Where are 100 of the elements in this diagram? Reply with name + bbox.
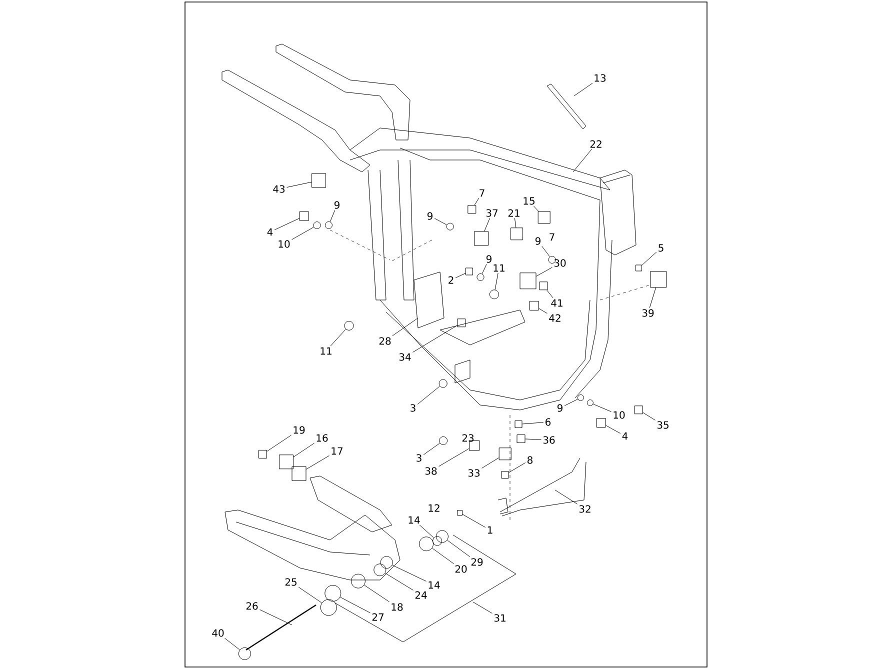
callout-number: 39: [642, 309, 654, 317]
leader-line: [293, 442, 314, 458]
callout-number: 9: [486, 255, 492, 263]
callout-number: 13: [594, 74, 606, 82]
callout-number: 10: [278, 240, 290, 248]
leader-line: [482, 264, 487, 274]
leader-line: [525, 438, 542, 440]
callout-number: 18: [392, 603, 403, 611]
leader-line: [642, 412, 656, 420]
leader-line: [292, 226, 314, 240]
callout-number: 8: [528, 456, 532, 464]
callout-number: 1: [488, 526, 492, 534]
leader-line: [508, 462, 526, 473]
washer-part: [586, 400, 594, 406]
callout-number: 26: [246, 602, 258, 610]
bracket-part: [634, 406, 643, 414]
callout-number: 22: [590, 140, 602, 148]
washer-part: [548, 256, 556, 264]
washer-part: [374, 564, 386, 576]
callout-number: 23: [462, 434, 474, 442]
callout-number: 9: [557, 404, 562, 412]
leader-line: [572, 148, 592, 172]
callout-number: 14: [408, 516, 420, 524]
callout-number: 21: [508, 209, 520, 217]
bracket-part: [650, 271, 667, 288]
callout-number: 12: [428, 504, 440, 512]
bracket-part: [529, 300, 539, 310]
bracket-part: [510, 228, 524, 240]
bracket-part: [469, 440, 480, 451]
leader-line: [574, 82, 593, 96]
leader-line: [419, 524, 434, 538]
leader-line: [472, 602, 492, 614]
bracket-part: [498, 448, 512, 460]
leader-line: [364, 584, 390, 602]
bracket-part: [278, 454, 294, 470]
callout-number: 29: [471, 558, 483, 566]
bracket-part: [596, 418, 606, 428]
callout-number: 40: [212, 629, 224, 637]
callout-number: 6: [546, 418, 551, 426]
callout-number: 11: [494, 264, 504, 272]
callout-number: 2: [448, 276, 454, 284]
callout-number: 33: [468, 469, 480, 477]
leader-line: [274, 218, 300, 230]
leader-line: [447, 540, 470, 558]
leader-line: [538, 308, 548, 314]
callout-number: 11: [320, 347, 332, 355]
washer-part: [439, 436, 448, 445]
washer-part: [238, 647, 251, 660]
leader-line: [423, 442, 440, 455]
washer-part: [489, 290, 499, 300]
leader-line: [494, 272, 498, 290]
callout-number: 9: [427, 212, 432, 220]
washer-part: [419, 536, 434, 552]
callout-number: 38: [425, 467, 437, 475]
leader-line: [649, 287, 656, 308]
leader-line: [554, 490, 578, 504]
washer-part: [313, 222, 321, 230]
bracket-part: [292, 466, 306, 481]
leader-line: [642, 252, 657, 266]
leader-line: [484, 218, 490, 232]
bracket-part: [312, 173, 326, 188]
callout-number: 32: [579, 505, 590, 513]
callout-number: 42: [549, 314, 560, 322]
callout-number: 17: [332, 447, 342, 455]
leader-line: [542, 246, 550, 258]
bracket-part: [465, 268, 473, 276]
callout-number: 36: [543, 436, 555, 444]
callout-number: 10: [614, 411, 625, 419]
bracket-part: [474, 231, 489, 246]
leader-line: [536, 267, 552, 277]
leader-line: [298, 586, 322, 604]
leader-line: [340, 596, 370, 614]
callout-number: 35: [657, 421, 668, 429]
callout-number: 9: [334, 201, 340, 209]
bracket-part: [468, 205, 476, 214]
leader-line: [286, 182, 312, 188]
callout-number: 30: [554, 259, 566, 267]
leader-line: [455, 272, 466, 278]
washer-part: [350, 574, 366, 588]
washer-part: [438, 379, 448, 388]
callout-number: 24: [415, 591, 427, 599]
bracket-part: [636, 264, 642, 272]
leader-line: [392, 564, 426, 582]
callout-number: 7: [550, 233, 554, 241]
leader-line: [482, 457, 500, 468]
leader-line: [438, 448, 470, 467]
washer-part: [476, 273, 484, 281]
leader-line: [266, 434, 292, 452]
callout-number: 14: [428, 581, 440, 589]
callout-number: 4: [267, 228, 273, 236]
leader-line: [330, 328, 346, 346]
leader-line: [462, 514, 486, 528]
callout-number: 3: [416, 454, 422, 462]
callout-number: 31: [494, 614, 506, 622]
leader-line: [592, 404, 612, 412]
callout-number: 43: [273, 185, 285, 193]
callout-number: 27: [372, 613, 384, 621]
bracket-part: [539, 282, 548, 290]
bracket-part: [299, 211, 309, 221]
callout-number: 16: [316, 434, 328, 442]
